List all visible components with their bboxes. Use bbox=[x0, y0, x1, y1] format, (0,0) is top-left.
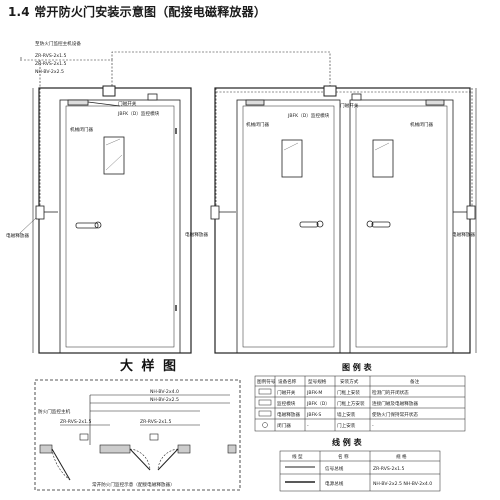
legend-row1-note: 检测门的开闭状态 bbox=[372, 389, 409, 396]
legend-row4-model: - bbox=[307, 424, 309, 429]
detail-label-1: NH-BV-2x4.0 bbox=[150, 389, 179, 395]
left-closer-label: 机械闭门器 bbox=[70, 126, 93, 133]
legend-row1-name: 门磁开关 bbox=[277, 389, 296, 396]
right-release-left-label: 电磁释放器 bbox=[185, 231, 208, 238]
line-row1-name: 信号总线 bbox=[325, 465, 344, 472]
legend-row4-install: 门上安装 bbox=[337, 422, 356, 429]
right-double-door bbox=[210, 85, 477, 354]
right-door-frame bbox=[214, 87, 471, 354]
page-title: 1.4 常开防火门安装示意图（配接电磁释放器） bbox=[8, 5, 267, 19]
right-magnetic-switch bbox=[351, 93, 362, 101]
legend-row3-note: 使防火门保持常开状态 bbox=[372, 411, 418, 418]
right-release-right bbox=[466, 205, 476, 220]
legend-row2-install: 门框上方安装 bbox=[337, 400, 365, 407]
right-door-leaf-left bbox=[236, 99, 341, 354]
detail-footnote: 常开防火门监控示意（配接电磁释放器） bbox=[92, 481, 175, 488]
left-cable-spec-2: ZR-RVS-2x1.5 bbox=[35, 61, 66, 67]
host-cable-label: 至防火门监控主机设备 bbox=[35, 40, 81, 47]
line-row1-spec: ZR-RVS-2x1.5 bbox=[373, 466, 404, 472]
detail-title: 大 样 图 bbox=[120, 358, 178, 374]
left-door-closer bbox=[67, 99, 89, 106]
left-door-handle bbox=[94, 221, 102, 229]
right-release-left bbox=[210, 205, 220, 220]
line-legend-table bbox=[279, 450, 441, 492]
legend-row3-install: 墙上安装 bbox=[337, 411, 356, 418]
left-magnetic-switch bbox=[147, 93, 158, 101]
left-cable-spec-3: NH-BV-2x2.5 bbox=[35, 69, 64, 75]
legend-row1-install: 门框上安装 bbox=[337, 389, 360, 396]
right-door-leaf-right bbox=[349, 99, 454, 354]
legend-row1-model: JBFK-M bbox=[306, 390, 322, 396]
left-release-label: 电磁释放器 bbox=[6, 232, 29, 239]
line-row2-name: 电源总线 bbox=[325, 480, 344, 487]
legend-table bbox=[254, 375, 466, 432]
right-module-label: JBFK（D）监控模块 bbox=[287, 112, 330, 119]
detail-label-4: ZR-RVS-2x1.5 bbox=[140, 419, 171, 425]
legend-row4-note: - bbox=[372, 424, 374, 429]
line-legend-title: 线 例 表 bbox=[332, 437, 363, 447]
right-magnetic-switch-label: 门磁开关 bbox=[340, 102, 359, 109]
legend-row2-note: 连接门磁及电磁释放器 bbox=[372, 400, 418, 407]
line-header-spec: 规 格 bbox=[396, 453, 407, 460]
left-door-frame bbox=[38, 87, 192, 354]
left-electromagnetic-release bbox=[35, 205, 45, 220]
line-header-name: 名 称 bbox=[338, 453, 349, 460]
detail-label-3: ZR-RVS-2x1.5 bbox=[60, 419, 91, 425]
legend-header-name: 设备名称 bbox=[278, 378, 297, 385]
legend-header-install: 安装方式 bbox=[340, 378, 359, 385]
left-magnetic-switch-label: 门磁开关 bbox=[118, 100, 137, 107]
legend-header-symbol: 图例符号 bbox=[257, 378, 276, 385]
legend-title: 图 例 表 bbox=[342, 362, 373, 372]
legend-row4-name: 闭门器 bbox=[277, 422, 291, 429]
line-row2-spec: NH-BV-2x2.5 NH-BV-2x4.0 bbox=[373, 481, 432, 487]
legend-row2-name: 监控模块 bbox=[277, 400, 296, 407]
legend-row3-name: 电磁释放器 bbox=[277, 411, 300, 418]
left-door-window bbox=[103, 136, 125, 175]
left-monitor-module bbox=[102, 85, 116, 97]
right-monitor-module bbox=[323, 85, 337, 97]
right-closer-right-label: 机械闭门器 bbox=[410, 121, 433, 128]
right-release-right-label: 电磁释放器 bbox=[452, 231, 475, 238]
legend-header-note: 备注 bbox=[410, 378, 420, 385]
legend-row3-model: JBFK-S bbox=[306, 412, 321, 418]
right-closer-left-label: 机械闭门器 bbox=[246, 121, 269, 128]
left-door-leaf bbox=[59, 99, 181, 354]
left-module-label: JBFK（D）监控模块 bbox=[117, 110, 160, 117]
legend-header-model: 型号规格 bbox=[308, 378, 327, 385]
detail-label-2: NH-BV-2x2.5 bbox=[150, 397, 179, 403]
left-cable-spec-1: ZR-RVS-2x1.5 bbox=[35, 53, 66, 59]
detail-host-label: 防火门监控主机 bbox=[38, 408, 71, 415]
line-header-type: 线 型 bbox=[292, 453, 303, 460]
legend-row2-model: JBFK（D） bbox=[306, 401, 330, 407]
left-single-door bbox=[32, 85, 192, 354]
detail-drawing bbox=[34, 379, 241, 491]
